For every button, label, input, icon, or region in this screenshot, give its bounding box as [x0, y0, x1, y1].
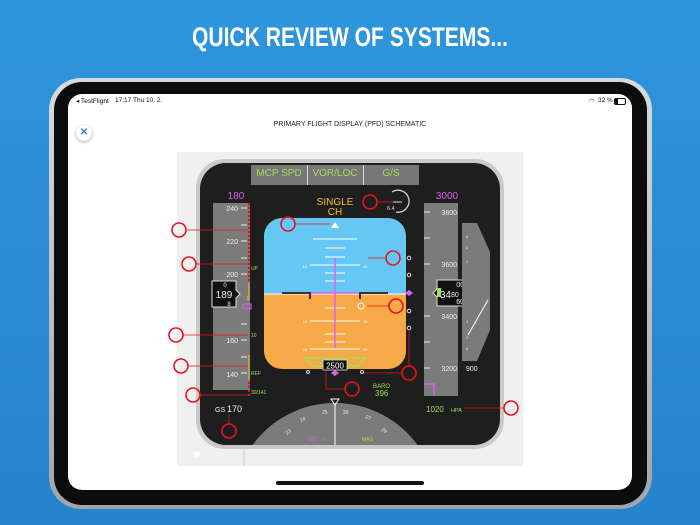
- autopilot-status-line2: CH: [328, 207, 342, 218]
- battery-percent: 32 %: [598, 97, 613, 104]
- altitude-tens: 80: [451, 292, 459, 299]
- fma-bar: MCP SPD VOR/LOC G/S: [251, 165, 419, 185]
- vs-label: 1: [466, 259, 469, 264]
- fma-roll-mode: VOR/LOC: [312, 168, 357, 179]
- pitch-label: 10: [363, 264, 368, 269]
- decision-height: 2500: [326, 362, 344, 371]
- callout-marker[interactable]: [185, 387, 248, 403]
- baro-unit: HPA: [451, 408, 462, 414]
- selected-heading: 261: [308, 437, 319, 443]
- vs-label: 2: [466, 335, 469, 340]
- heading-reference: MAG: [362, 437, 374, 443]
- speed-label: 220: [226, 239, 238, 246]
- vs-label: 2: [466, 245, 469, 250]
- baro-setting: 1020: [426, 405, 444, 414]
- heading-compass: 23 24 25 26 27 28 261 H MAG: [252, 402, 418, 445]
- heading-label: 28: [380, 427, 388, 435]
- pitch-label: 10: [303, 319, 308, 324]
- callout-marker[interactable]: [171, 222, 248, 238]
- flap-bug-1: 1: [246, 296, 249, 302]
- altitude-hundreds: 34: [440, 290, 452, 301]
- altitude-label: 3400: [441, 314, 457, 321]
- pitch-label: 10: [303, 264, 308, 269]
- callout-marker[interactable]: [181, 256, 248, 272]
- speed-tape: 240 220 200 160 140 UP 1 10 REF 30/141 0…: [211, 203, 267, 398]
- close-button[interactable]: ✕: [76, 125, 92, 141]
- selected-altitude: 3000: [436, 191, 459, 202]
- attitude-indicator: 10 10 10 10 20 20: [264, 218, 406, 369]
- heading-label: 26: [343, 410, 349, 416]
- altitude-roll-up: 00: [456, 282, 464, 289]
- altitude-label: 3600: [441, 262, 457, 269]
- callout-marker[interactable]: [221, 414, 237, 439]
- heading-label: 24: [299, 416, 307, 424]
- selected-heading-suffix: H: [322, 437, 325, 442]
- baro-label: BARO: [373, 384, 390, 390]
- heading-label: 27: [364, 414, 372, 422]
- vs-label: 1: [466, 319, 469, 324]
- speed-roll-up: 0: [223, 283, 227, 289]
- callout-marker[interactable]: [368, 250, 401, 266]
- ground-speed-value: 170: [227, 404, 242, 414]
- speed-label: 200: [226, 272, 238, 279]
- ground-speed-label: GS: [215, 407, 225, 414]
- fma-pitch-mode: G/S: [382, 168, 400, 179]
- headline: QUICK REVIEW OF SYSTEMS...: [192, 22, 508, 52]
- back-to-testflight[interactable]: ◂ TestFlight: [76, 98, 109, 105]
- ref-speed-bug: REF: [251, 371, 261, 377]
- heading-label: 23: [284, 428, 292, 436]
- pitch-label: 20: [303, 347, 308, 352]
- fma-speed-mode: MCP SPD: [256, 168, 301, 179]
- vertical-speed-value: 900: [466, 366, 478, 373]
- home-indicator[interactable]: [276, 481, 424, 485]
- altitude-label: 3200: [441, 366, 457, 373]
- battery-icon: [614, 98, 626, 105]
- speed-label: 240: [226, 206, 238, 213]
- callout-marker[interactable]: [364, 330, 417, 381]
- flap-speed-bug: 30/141: [251, 390, 267, 396]
- pitch-label: 20: [363, 347, 368, 352]
- vertical-speed-indicator: 6 2 1 1 2 6 900: [462, 223, 490, 373]
- vs-label: 6: [466, 234, 469, 239]
- altitude-tape: 3800 3600 3400 3200 34 80 00 60: [424, 203, 467, 396]
- selected-speed: 180: [228, 191, 245, 202]
- callout-marker[interactable]: [168, 327, 248, 343]
- callout-marker[interactable]: [280, 216, 330, 232]
- speed-roll-down: 8: [227, 302, 231, 308]
- ils-deviation-dots: [306, 255, 412, 374]
- wifi-icon: ◠: [589, 98, 595, 105]
- altitude-label: 3800: [441, 210, 457, 217]
- radio-alt-value: 6.4: [387, 206, 395, 212]
- current-speed: 189: [216, 290, 233, 301]
- vs-label: 6: [466, 346, 469, 351]
- flap-bug-up: UP: [251, 266, 259, 272]
- status-time: 17:17: [115, 97, 132, 104]
- heading-label: 25: [322, 410, 328, 416]
- callout-marker[interactable]: [362, 194, 393, 210]
- callouts: [168, 194, 519, 439]
- callout-marker[interactable]: [173, 358, 248, 374]
- speed-label: 140: [226, 372, 238, 379]
- callout-marker[interactable]: [367, 298, 404, 314]
- speed-label: 160: [226, 338, 238, 345]
- radio-altitude-gauge: 6.4: [387, 189, 410, 213]
- flap-bug-10: 10: [251, 333, 257, 339]
- callout-marker[interactable]: [464, 400, 519, 416]
- baro-minimums: 396: [375, 389, 389, 398]
- pitch-label: 10: [363, 319, 368, 324]
- status-date: Thu 10. 2.: [133, 97, 163, 104]
- altitude-roll-down: 60: [456, 299, 464, 306]
- autopilot-status-line1: SINGLE: [317, 197, 354, 208]
- callout-marker[interactable]: [325, 371, 360, 397]
- page-title: PRIMARY FLIGHT DISPLAY (PFD) SCHEMATIC: [273, 121, 427, 128]
